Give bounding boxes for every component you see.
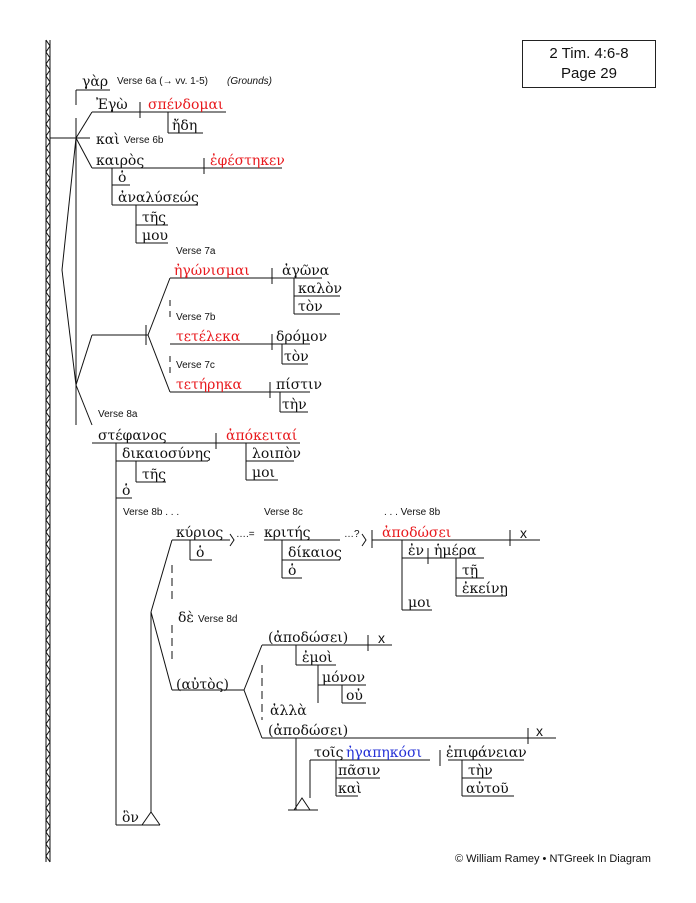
word-ego: Ἐγὼ	[96, 97, 128, 113]
word-hemera: ἡμέρα	[434, 543, 477, 559]
word-kai-2: καὶ	[338, 781, 362, 797]
word-tois: τοῖς	[314, 745, 344, 761]
label-verse-6a: Verse 6a (→ vv. 1-5)	[117, 76, 208, 87]
marker-x-2: x	[378, 630, 385, 646]
word-egapekosi: ἠγαπηκόσι	[346, 745, 423, 761]
word-dikaios: δίκαιος	[288, 545, 342, 561]
word-emoi: ἐμοὶ	[302, 650, 333, 666]
word-ho-1: ὁ	[118, 170, 127, 186]
word-agona: ἀγῶνα	[282, 263, 330, 279]
word-dromon: δρόμον	[276, 329, 328, 345]
word-te: τῇ	[462, 563, 479, 579]
word-kai-1: καὶ	[96, 132, 120, 148]
word-ton-1: τὸν	[298, 299, 323, 315]
word-on: ὃν	[122, 810, 139, 826]
word-ou: οὐ	[346, 688, 363, 704]
word-ephesteken: ἐφέστηκεν	[210, 153, 285, 169]
word-loipon: λοιπὸν	[252, 446, 301, 462]
word-pistin: πίστιν	[276, 377, 322, 393]
label-verse-8c: Verse 8c	[264, 507, 303, 518]
word-egonismai: ἠγώνισμαι	[174, 263, 250, 279]
marker-x-3: x	[536, 723, 543, 739]
label-verse-8b-start: Verse 8b . . .	[123, 507, 180, 518]
word-apodosei-1: ἀποδώσει	[382, 525, 452, 541]
word-ten-2: τὴν	[468, 763, 493, 779]
word-en: ἐν	[408, 543, 425, 559]
word-ton-2: τὸν	[284, 349, 309, 365]
word-kalon: καλὸν	[298, 281, 343, 297]
label-dots-question: …?	[344, 529, 360, 540]
page-number: Page 29	[561, 65, 617, 82]
word-dikaiosynes: δικαιοσύνης	[122, 446, 211, 462]
word-de: δὲ	[178, 610, 194, 626]
label-verse-7b: Verse 7b	[176, 312, 216, 323]
word-alla: ἀλλὰ	[270, 703, 307, 719]
word-pasin: πᾶσιν	[338, 763, 381, 779]
label-verse-7c: Verse 7c	[176, 360, 215, 371]
word-epiphaneian: ἐπιφάνειαν	[446, 745, 527, 761]
word-moi-2: μοι	[408, 595, 432, 611]
word-teteleka: τετέλεκα	[176, 329, 241, 345]
word-moi-1: μοι	[252, 465, 276, 481]
word-spendomai: σπένδομαι	[148, 97, 224, 113]
label-verse-7a: Verse 7a	[176, 246, 216, 257]
word-analyseos: ἀναλύσεώς	[118, 190, 199, 206]
label-dots-equals: ….=	[236, 529, 255, 540]
label-verse-8a: Verse 8a	[98, 409, 138, 420]
word-apokeitai: ἀπόκειταί	[226, 428, 298, 444]
word-tes-1: τῆς	[142, 210, 166, 226]
word-kairos: καιρὸς	[96, 153, 145, 169]
word-ekeine: ἐκείνῃ	[462, 581, 508, 597]
label-verse-6b: Verse 6b	[124, 135, 164, 146]
passage-reference: 2 Tim. 4:6-8	[549, 45, 629, 62]
marker-x-1: x	[520, 525, 527, 541]
word-autou: αὐτοῦ	[466, 781, 509, 797]
word-apodosei-2: (ἀποδώσει)	[268, 630, 349, 646]
word-apodosei-3: (ἀποδώσει)	[268, 723, 349, 739]
word-ho-4: ὁ	[288, 563, 297, 579]
word-gar: γὰρ	[82, 74, 109, 90]
word-ede: ἤδη	[172, 118, 198, 134]
word-ten-1: τὴν	[282, 397, 307, 413]
word-krites: κριτής	[264, 525, 311, 541]
word-ho-3: ὁ	[196, 545, 205, 561]
word-monon: μόνον	[322, 670, 365, 686]
copyright-notice: © William Ramey • NTGreek In Diagram	[455, 853, 651, 865]
word-kyrios: κύριος	[176, 525, 224, 541]
label-verse-8b-end: . . . Verse 8b	[384, 507, 441, 518]
left-border	[45, 39, 51, 863]
word-tes-2: τῆς	[142, 467, 166, 483]
label-grounds: (Grounds)	[227, 76, 273, 87]
passage-reference-box: 2 Tim. 4:6-8 Page 29	[522, 40, 656, 88]
word-ho-2: ὁ	[122, 483, 131, 499]
label-verse-8d: Verse 8d	[198, 614, 238, 625]
word-stephanos: στέφανος	[98, 428, 167, 444]
word-autos: (αὐτὸς)	[176, 677, 229, 693]
word-mou: μου	[142, 228, 169, 244]
word-teterka: τετήρηκα	[176, 377, 242, 393]
